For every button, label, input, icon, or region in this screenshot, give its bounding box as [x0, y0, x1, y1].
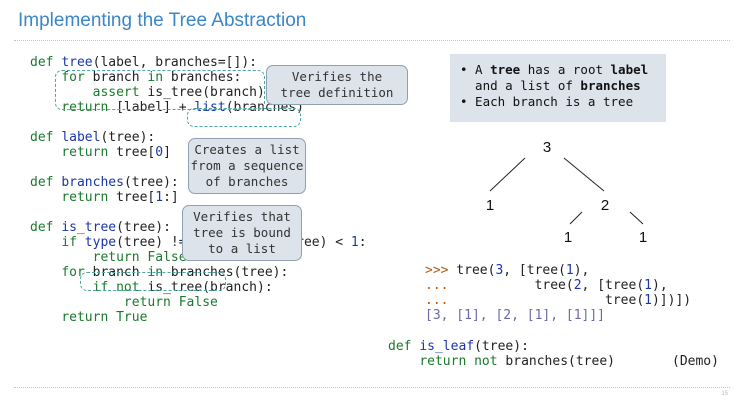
title-divider	[14, 40, 730, 41]
footer-divider	[14, 387, 730, 388]
type-check-highlight	[80, 272, 226, 291]
is-leaf-code: def is_leaf(tree): return not branches(t…	[388, 339, 615, 369]
code-line: if not is_tree(branch):	[92, 280, 273, 295]
code-line: def label(tree):	[30, 130, 156, 145]
tree-node-root: 3	[543, 139, 551, 156]
code-line: def is_tree(tree):	[30, 220, 171, 235]
edge-root-left	[489, 157, 526, 192]
tree-node-right-right: 1	[639, 229, 647, 246]
for-loop-highlight	[55, 70, 265, 110]
code-line: return tree[0]	[61, 145, 171, 160]
code-line: for branch in branches(tree):	[61, 265, 289, 280]
edge-right-left	[569, 211, 583, 225]
tree-node-right-left: 1	[564, 229, 572, 246]
tree-node-left: 1	[486, 197, 494, 214]
callout-verifies-definition: Verifies the tree definition	[266, 65, 408, 105]
list-branches-highlight	[187, 108, 301, 127]
code-line: assert is_tree(branch)	[92, 85, 265, 100]
code-line: return False	[123, 295, 218, 310]
code-line: return True	[61, 310, 148, 325]
page-number: 15	[721, 391, 728, 397]
info-bullet-1-line-2: and a list of branches	[460, 78, 641, 93]
callout-verifies-bound: Verifies that tree is bound to a list	[182, 205, 302, 261]
edge-right-right	[629, 211, 644, 225]
callout-creates-list: Creates a list from a sequence of branch…	[188, 138, 306, 194]
code-line: for branch in branches:	[61, 70, 242, 85]
demo-label: (Demo)	[672, 354, 719, 369]
info-bullet-1-line-1: • A tree has a root label	[460, 62, 649, 77]
slide-title: Implementing the Tree Abstraction	[18, 10, 307, 31]
code-line: def branches(tree):	[30, 175, 179, 190]
code-line: return tree[1:]	[61, 190, 179, 205]
tree-node-right: 2	[601, 197, 609, 214]
code-line: def tree(label, branches=[]):	[30, 55, 257, 70]
info-bullet-2: • Each branch is a tree	[460, 94, 634, 109]
tree-definition-box: • A tree has a root label and a list of …	[450, 54, 666, 122]
code-line: return False	[92, 250, 187, 265]
interactive-session: >>> tree(3, [tree(1), ... tree(2, [tree(…	[425, 263, 692, 323]
edge-root-right	[563, 157, 605, 192]
